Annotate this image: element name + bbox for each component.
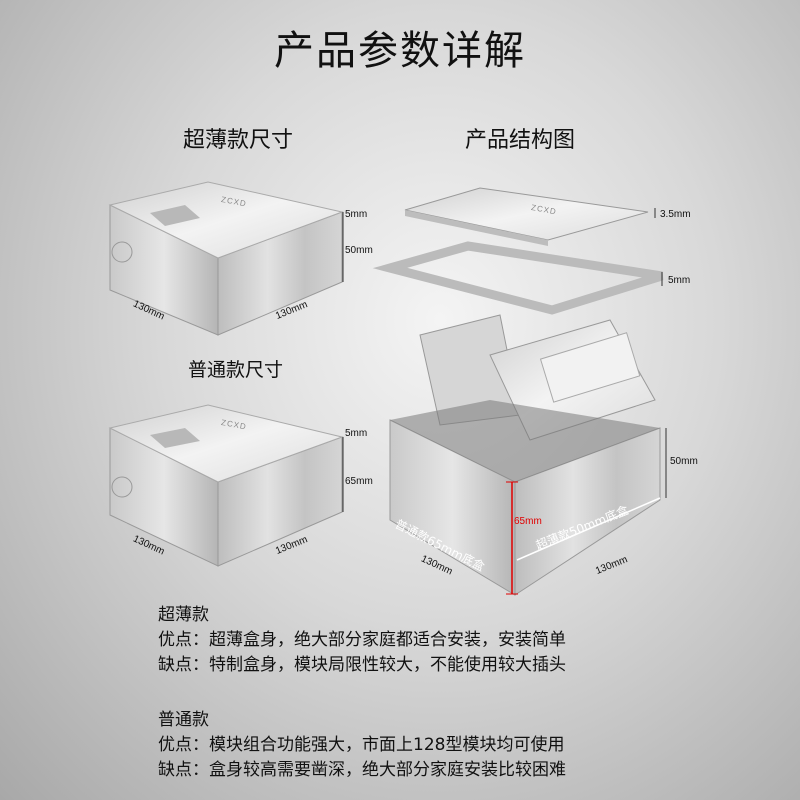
normal-heading: 普通款尺寸	[188, 359, 284, 381]
lid-dim: 3.5mm	[660, 209, 691, 220]
dim-height: 50mm	[345, 245, 373, 256]
dim-top: 5mm	[345, 209, 368, 220]
ultra-notes: 超薄款 优点：超薄盒身，绝大部分家庭都适合安装，安装简单 缺点：特制盒身，模块局…	[158, 603, 566, 678]
normal-box	[108, 404, 344, 567]
ultra-thin-heading: 超薄款尺寸	[183, 128, 294, 153]
red-height-dim: 65mm	[514, 516, 542, 527]
structure-heading: 产品结构图	[465, 128, 576, 153]
box-dim: 50mm	[670, 456, 698, 467]
note-pros: 优点：超薄盒身，绝大部分家庭都适合安装，安装简单	[158, 630, 566, 650]
normal-dim-height: 65mm	[345, 476, 373, 487]
frame-dim: 5mm	[668, 275, 691, 286]
ultra-thin-box	[108, 181, 344, 336]
page-title: 产品参数详解	[274, 28, 526, 74]
exploded-structure	[372, 187, 664, 596]
note-pros: 优点：模块组合功能强大，市面上128型模块均可使用	[158, 735, 565, 755]
normal-dim-top: 5mm	[345, 428, 368, 439]
note-cons: 缺点：特制盒身，模块局限性较大，不能使用较大插头	[158, 655, 566, 675]
normal-notes: 普通款 优点：模块组合功能强大，市面上128型模块均可使用 缺点：盒身较高需要凿…	[158, 708, 566, 783]
note-cons: 缺点：盒身较高需要凿深，绝大部分家庭安装比较困难	[158, 760, 566, 780]
dimension-lines	[342, 208, 667, 595]
note-title: 超薄款	[158, 605, 209, 625]
note-title: 普通款	[158, 710, 209, 730]
